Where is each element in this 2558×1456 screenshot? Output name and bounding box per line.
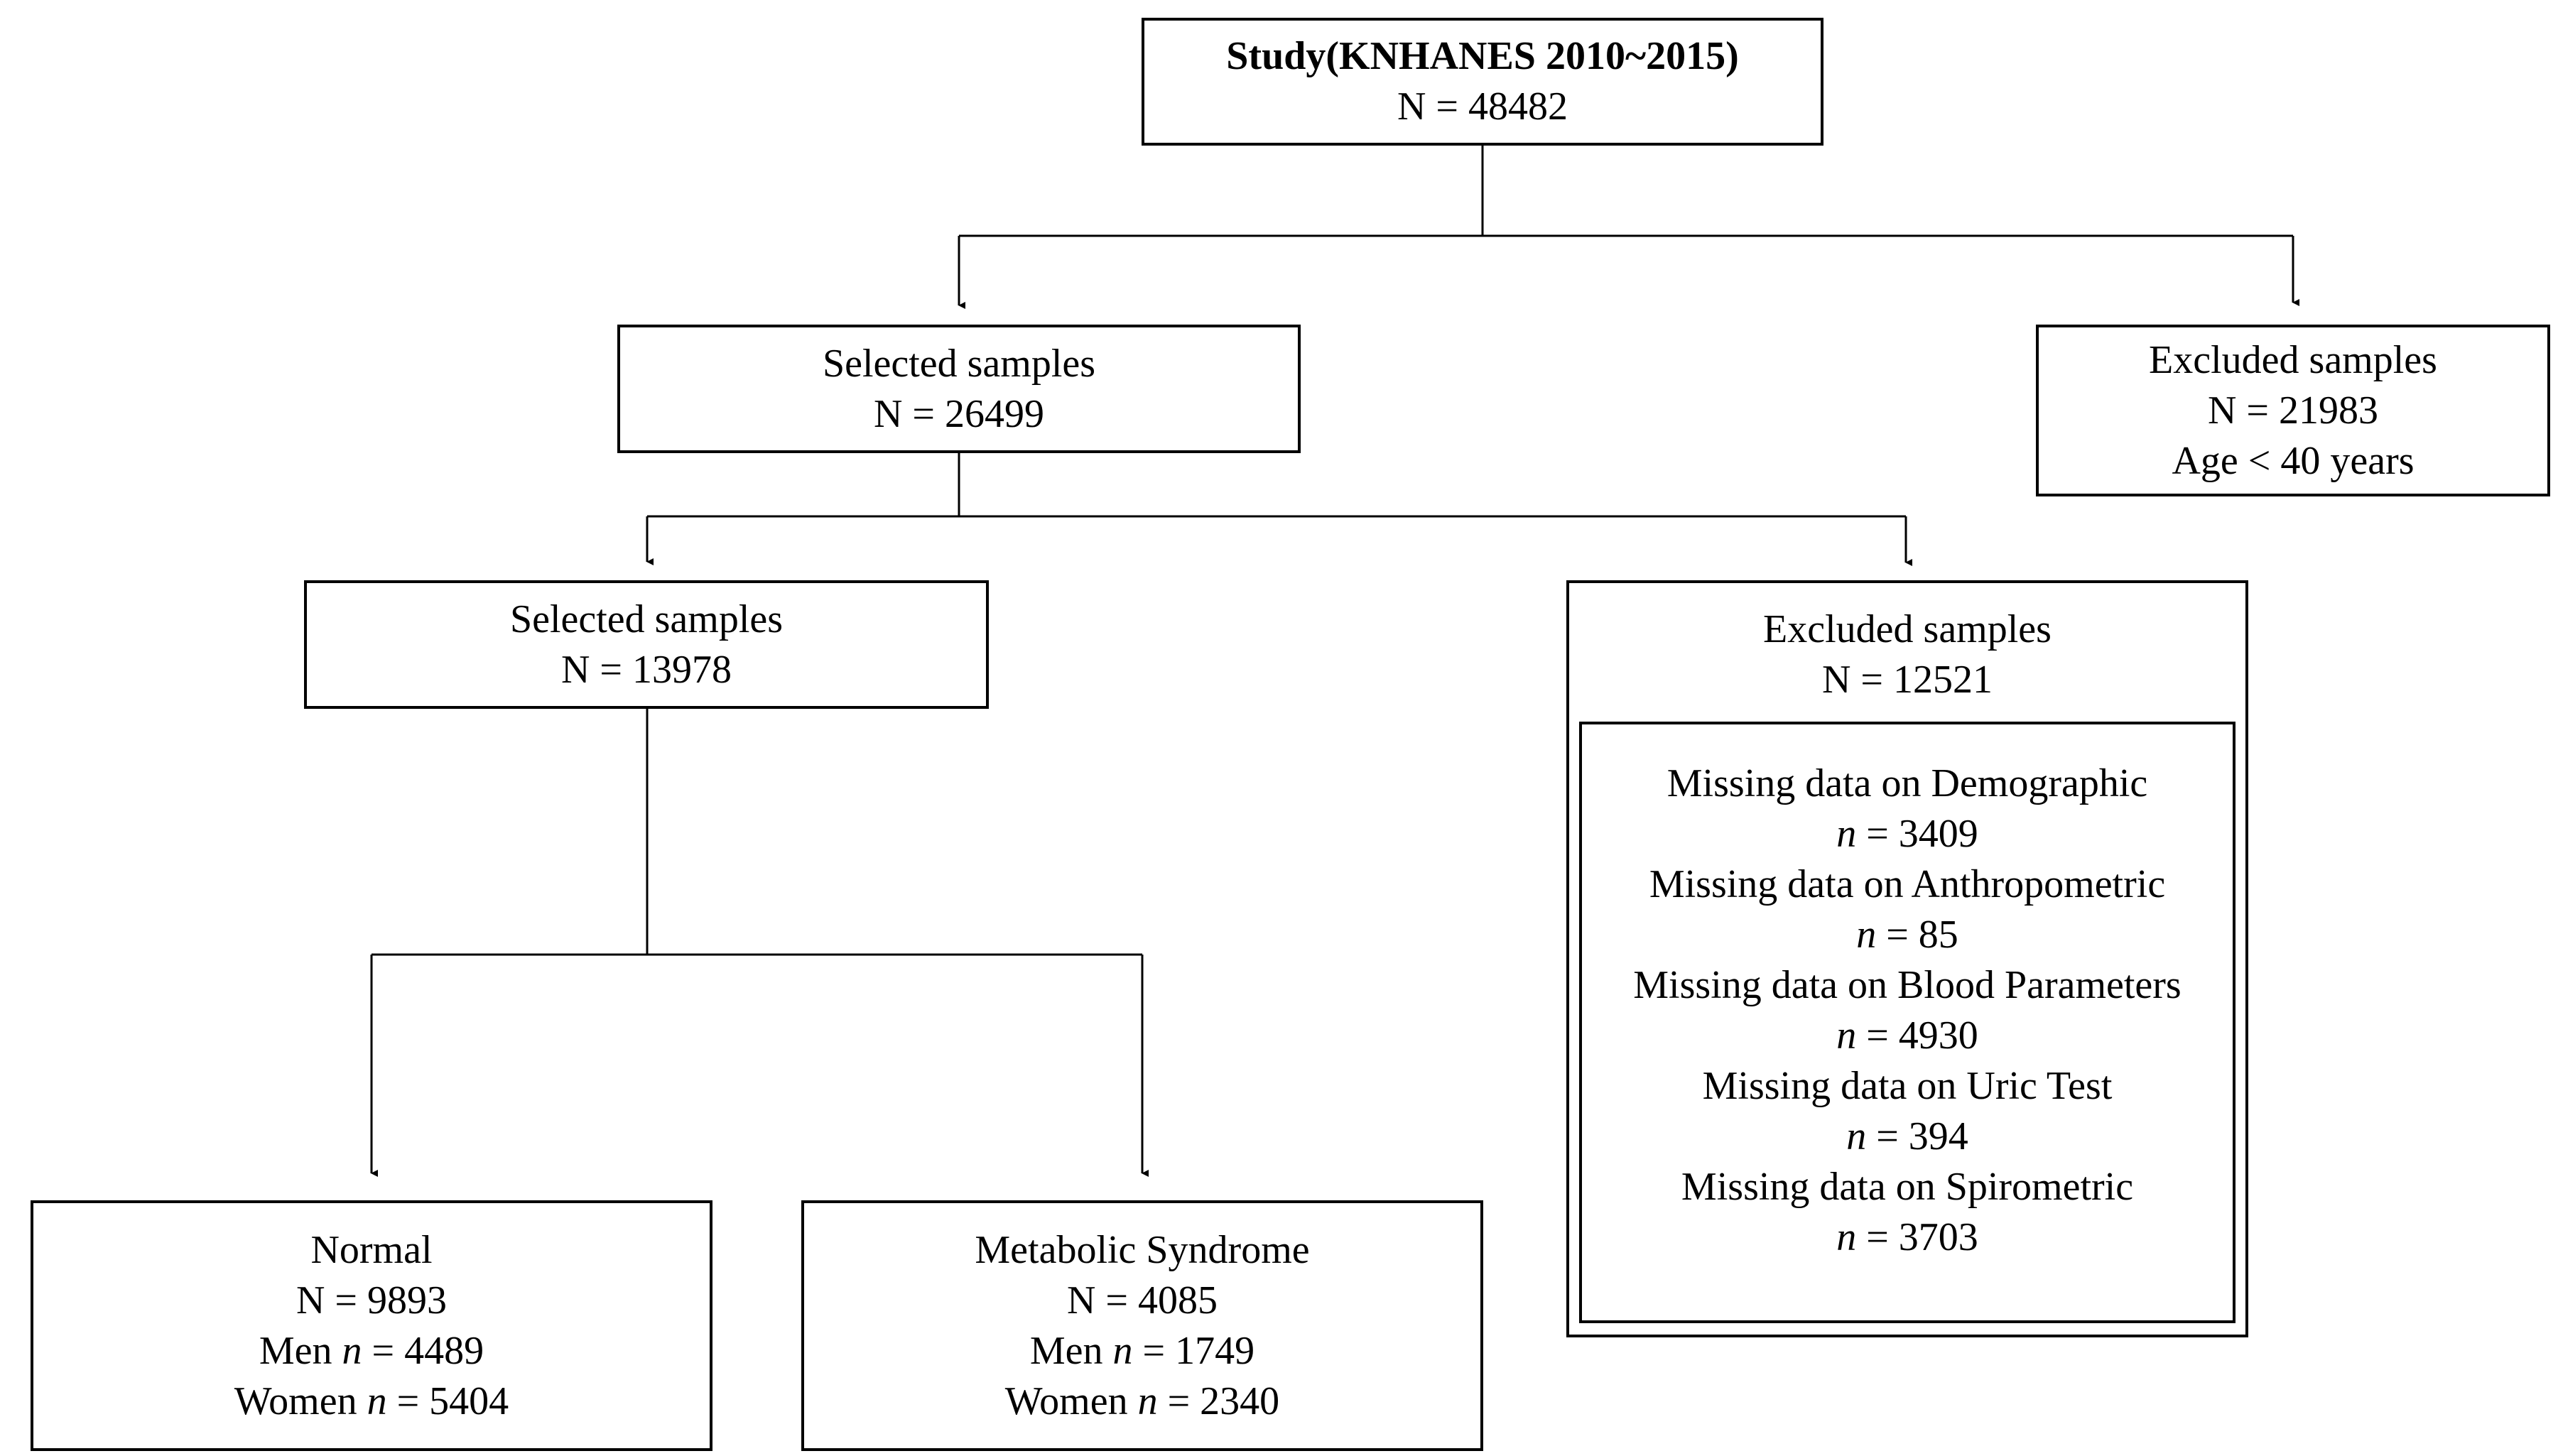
study-title: Study(KNHANES 2010~2015) — [1226, 34, 1739, 78]
normal-label: Normal — [310, 1227, 433, 1272]
missing-demographic-count: n = 3409 — [1836, 812, 1978, 856]
metabolic-count: N = 4085 — [1066, 1278, 1218, 1322]
selected1-count: N = 26499 — [873, 391, 1045, 436]
selected-samples-box-1: Selected samples N = 26499 — [617, 325, 1301, 453]
excluded1-count: N = 21983 — [2207, 388, 2379, 433]
selected1-label: Selected samples — [822, 341, 1096, 386]
missing-blood-count: n = 4930 — [1836, 1014, 1978, 1058]
excluded1-label: Excluded samples — [2149, 337, 2437, 382]
missing-blood-label: Missing data on Blood Parameters — [1633, 963, 2182, 1007]
excluded-samples-box-2: Excluded samples N = 12521 Missing data … — [1566, 580, 2248, 1337]
study-count: N = 48482 — [1397, 85, 1568, 129]
metabolic-label: Metabolic Syndrome — [975, 1227, 1310, 1272]
excluded1-reason: Age < 40 years — [2172, 438, 2415, 483]
missing-demographic-label: Missing data on Demographic — [1667, 761, 2148, 805]
selected-samples-box-2: Selected samples N = 13978 — [304, 580, 989, 709]
excluded2-label: Excluded samples — [1763, 607, 2052, 651]
selected2-label: Selected samples — [509, 597, 784, 641]
missing-data-box: Missing data on Demographic n = 3409 Mis… — [1579, 722, 2235, 1323]
normal-men-count: Men n = 4489 — [259, 1328, 484, 1373]
selected2-count: N = 13978 — [560, 647, 732, 692]
missing-anthropometric-count: n = 85 — [1856, 913, 1958, 957]
missing-spirometric-label: Missing data on Spirometric — [1681, 1165, 2134, 1209]
study-box: Study(KNHANES 2010~2015) N = 48482 — [1142, 18, 1823, 146]
excluded-samples-box-1: Excluded samples N = 21983 Age < 40 year… — [2036, 325, 2550, 496]
metabolic-women-count: Women n = 2340 — [1004, 1379, 1280, 1423]
missing-uric-count: n = 394 — [1846, 1114, 1968, 1158]
metabolic-men-count: Men n = 1749 — [1029, 1328, 1255, 1373]
normal-count: N = 9893 — [296, 1278, 448, 1322]
missing-uric-label: Missing data on Uric Test — [1702, 1064, 2113, 1108]
metabolic-syndrome-box: Metabolic Syndrome N = 4085 Men n = 1749… — [801, 1200, 1483, 1451]
missing-anthropometric-label: Missing data on Anthropometric — [1649, 862, 2166, 906]
excluded2-count: N = 12521 — [1821, 658, 1993, 702]
missing-spirometric-count: n = 3703 — [1836, 1215, 1978, 1259]
normal-women-count: Women n = 5404 — [234, 1379, 509, 1423]
normal-box: Normal N = 9893 Men n = 4489 Women n = 5… — [31, 1200, 712, 1451]
